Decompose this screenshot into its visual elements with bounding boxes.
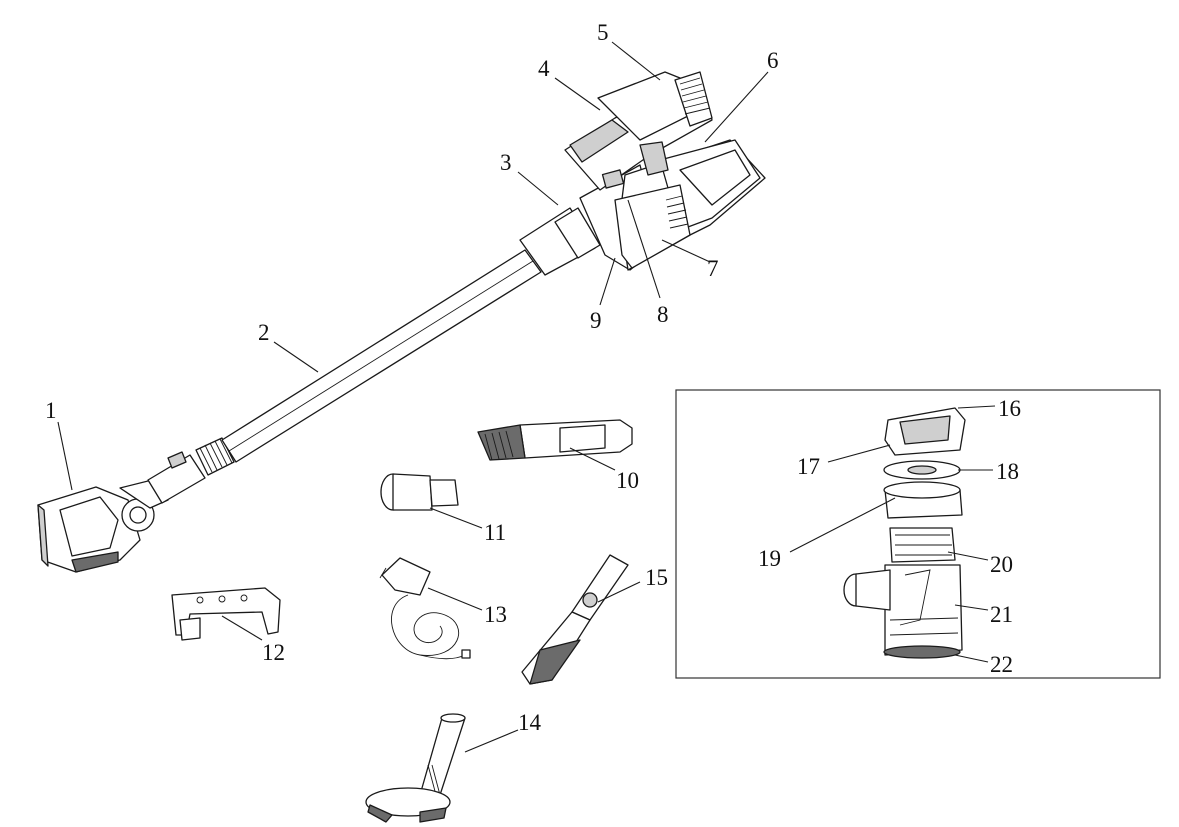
part-main-body [519,71,766,276]
part-cyclone-filter [889,527,956,563]
callout-15: 15 [645,565,668,590]
callout-14: 14 [518,710,542,735]
part-wall-bracket [171,587,281,641]
part-brush-neck [147,437,235,504]
inset-frame [675,389,1161,679]
callout-3: 3 [500,150,512,175]
callout-16: 16 [998,396,1021,421]
part-dust-brush [365,713,466,823]
part-filter-cap [883,460,961,480]
callout-1: 1 [45,398,57,423]
part-floor-brush [37,477,169,573]
callout-2: 2 [258,320,270,345]
part-charger [379,557,471,660]
part-bin-lid [884,407,966,456]
callout-9: 9 [590,308,602,333]
callout-21: 21 [990,602,1013,627]
part-bin-top-ring [883,481,963,519]
callout-18: 18 [996,459,1019,484]
callout-5: 5 [597,20,609,45]
callout-20: 20 [990,552,1013,577]
callout-10: 10 [616,468,639,493]
callout-13: 13 [484,602,507,627]
callout-8: 8 [657,302,669,327]
part-upholstery-tool [521,554,629,685]
callout-4: 4 [538,56,550,81]
callout-22: 22 [990,652,1013,677]
callout-7: 7 [707,256,719,281]
part-adapter [380,473,459,511]
callout-19: 19 [758,546,781,571]
callout-6: 6 [767,48,779,73]
part-extension-tube [221,249,542,463]
callout-12: 12 [262,640,285,665]
callout-17: 17 [797,454,820,479]
part-dust-bin [843,564,963,659]
part-crevice-tool [477,419,633,461]
callout-11: 11 [484,520,506,545]
